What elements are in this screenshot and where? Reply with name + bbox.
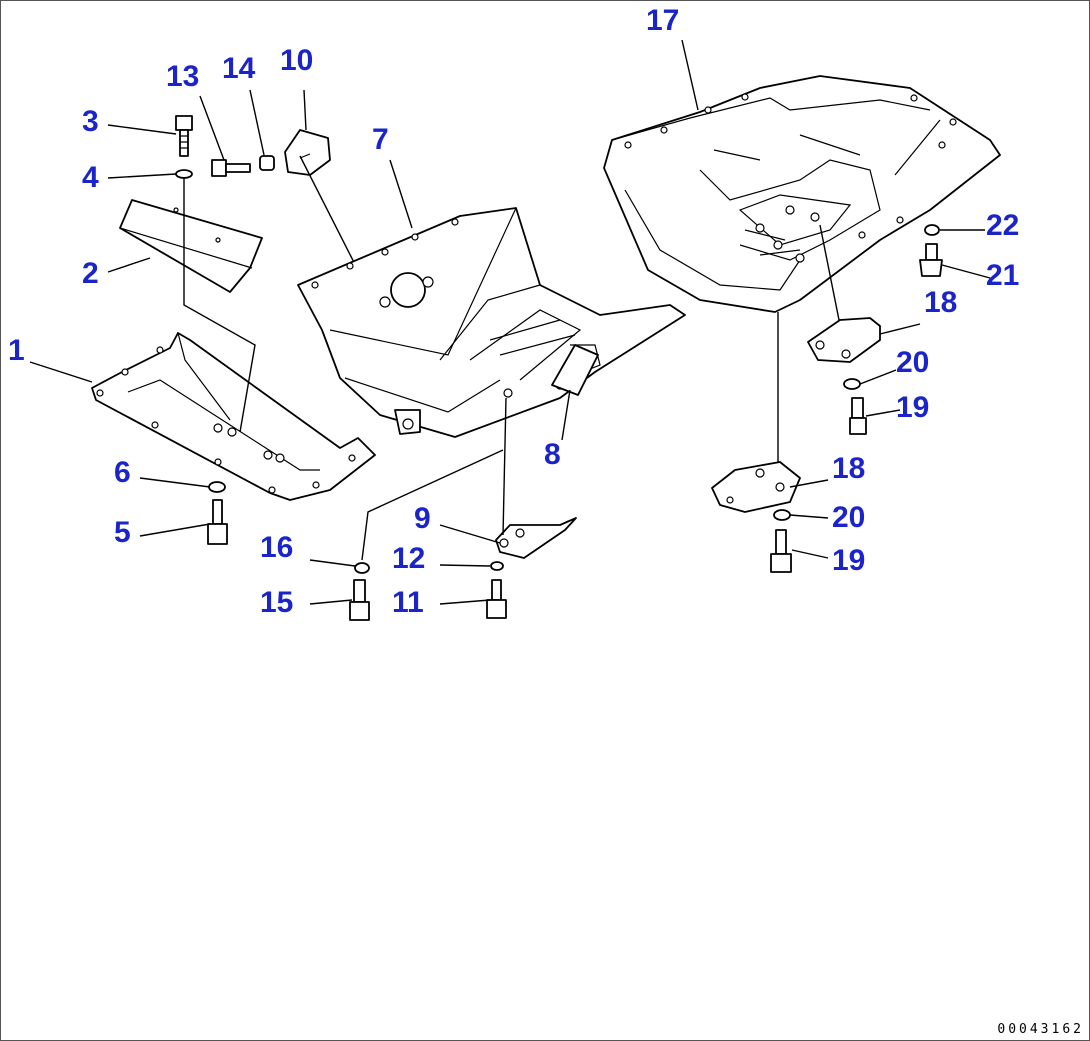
callout-labels: 1 2 3 4 5 6 7 8 9 10 11 12 13 14 15 16 1… [8,4,1019,619]
callout-1: 1 [8,334,25,367]
callout-9: 9 [414,502,431,535]
callout-18-upper: 18 [924,286,957,319]
callout-5: 5 [114,516,131,549]
callout-leaders [29,39,991,605]
part-5-bolt [207,499,228,545]
callout-22: 22 [986,209,1019,242]
part-11-bolt [486,579,507,619]
callout-7: 7 [372,123,389,156]
part-4-washer [175,169,193,179]
guide-line-16 [361,449,504,561]
part-18-plate-lower [711,461,801,513]
guide-line-4 [183,178,256,433]
part-22-washer [924,224,940,236]
guide-line-9 [502,397,507,536]
part-17-right-tray [603,75,1001,313]
callout-6: 6 [114,456,131,489]
callout-8: 8 [544,438,561,471]
part-7-middle-tray [297,207,686,438]
callout-3: 3 [82,105,99,138]
callout-15: 15 [260,586,293,619]
callout-19-upper: 19 [896,391,929,424]
callout-11: 11 [392,586,424,619]
part-1-base-plate [91,332,376,501]
callout-4: 4 [82,161,99,194]
callout-2: 2 [82,257,99,290]
callout-10: 10 [280,44,313,77]
part-15-bolt [349,579,370,621]
callout-17: 17 [646,4,679,37]
part-13-bolt [211,159,251,177]
callout-21: 21 [986,259,1019,292]
part-21-bolt [919,243,943,277]
part-2-cover-block [119,199,263,293]
callout-20-lower: 20 [832,501,865,534]
part-14-washer [259,155,275,171]
callout-14: 14 [222,52,256,85]
part-19-bolt-lower [770,529,792,573]
callout-13: 13 [166,60,199,93]
part-20-washer-lower [773,509,791,521]
callout-12: 12 [392,542,425,575]
part-3-bolt [175,115,193,157]
callout-16: 16 [260,531,293,564]
part-12-washer [490,561,504,571]
part-18-plate-upper [807,317,881,363]
part-19-bolt-upper [849,397,867,435]
callout-18-lower: 18 [832,452,865,485]
part-16-washer [354,562,370,574]
document-number: 00043162 [997,1022,1084,1037]
callout-20-upper: 20 [896,346,929,379]
part-10-plug [284,129,331,176]
callout-19-lower: 19 [832,544,865,577]
part-20-washer-upper [843,378,861,390]
part-9-plate [495,517,577,559]
part-6-washer [208,481,226,493]
